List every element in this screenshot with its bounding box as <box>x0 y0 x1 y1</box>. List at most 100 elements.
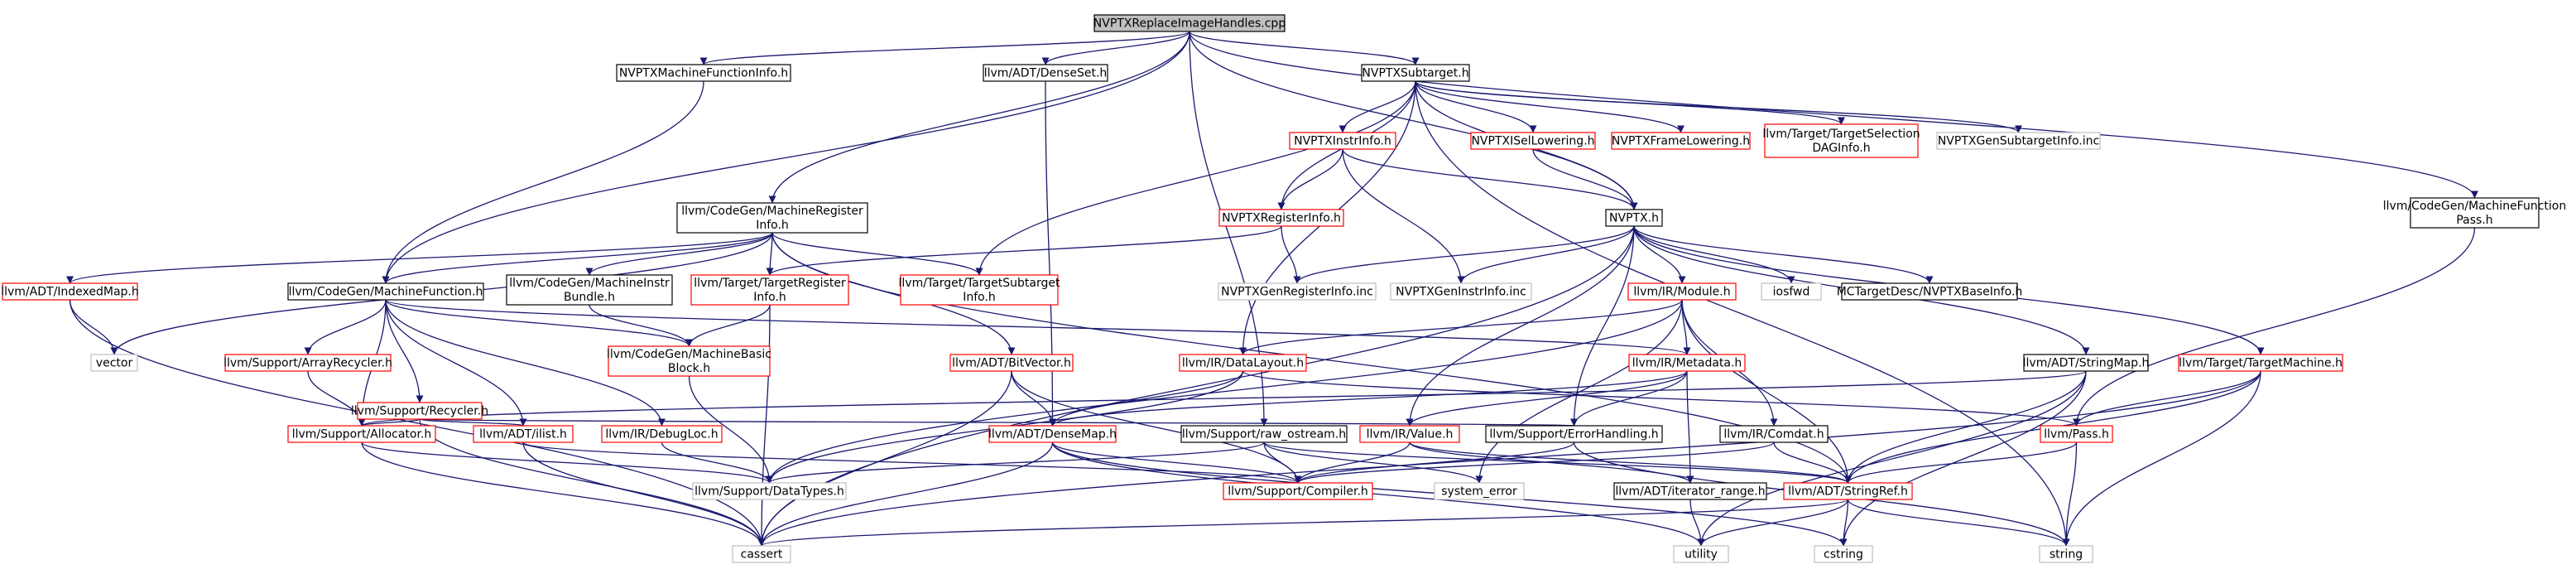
node-framelowering[interactable]: NVPTXFrameLowering.h <box>1611 132 1751 150</box>
node-box <box>1093 14 1286 32</box>
node-label: NVPTXRegisterInfo.h <box>1222 212 1341 225</box>
node-box <box>2178 354 2343 372</box>
edge-metadata-to-densemap <box>1049 370 1688 427</box>
edge-nvptx-to-value <box>1406 225 1635 427</box>
node-box <box>676 202 868 234</box>
node-box <box>506 274 673 306</box>
edge-module-to-datatypes <box>766 299 1683 484</box>
node-box <box>988 425 1117 443</box>
node-box <box>1218 209 1344 227</box>
edge-mfi-to-mf <box>382 80 704 284</box>
node-label: NVPTXMachineFunctionInfo.h <box>619 67 788 80</box>
node-cassert: cassert <box>732 545 791 563</box>
node-mcbase[interactable]: MCTargetDesc/NVPTXBaseInfo.h <box>1837 282 2023 301</box>
node-label: utility <box>1684 548 1718 562</box>
node-denseset[interactable]: llvm/ADT/DenseSet.h <box>983 64 1108 82</box>
node-rawostream[interactable]: llvm/Support/raw_ostream.h <box>1180 425 1348 443</box>
node-label: llvm/Support/Compiler.h <box>1228 485 1368 499</box>
node-layer: NVPTXReplaceImageHandles.cppNVPTXMachine… <box>1 14 2566 563</box>
edge-mfpass-to-pass <box>2072 227 2476 427</box>
node-datalayout[interactable]: llvm/IR/DataLayout.h <box>1179 354 1307 372</box>
edge-comdat-to-compiler <box>1294 441 1775 484</box>
node-datatypes: llvm/Support/DataTypes.h <box>692 482 847 500</box>
node-label: vector <box>96 357 133 370</box>
edge-nvptxreginfo-to-genreginc <box>1281 225 1301 284</box>
node-compiler[interactable]: llvm/Support/Compiler.h <box>1223 482 1373 500</box>
edge-stringmap-to-utility <box>1697 370 2087 547</box>
node-iosfwd: iosfwd <box>1761 282 1822 301</box>
node-mfi[interactable]: NVPTXMachineFunctionInfo.h <box>616 64 791 82</box>
node-isellowering[interactable]: NVPTXISelLowering.h <box>1470 132 1596 150</box>
edge-stringref-to-string <box>1847 499 2070 547</box>
edge-ilist-to-compiler <box>522 441 1302 484</box>
node-nvptxreginfo[interactable]: NVPTXRegisterInfo.h <box>1218 209 1344 227</box>
node-mf[interactable]: llvm/CodeGen/MachineFunction.h <box>287 282 484 301</box>
edge-mf-to-recycler <box>385 299 424 403</box>
node-errorhandling[interactable]: llvm/Support/ErrorHandling.h <box>1485 425 1663 443</box>
node-box <box>1218 282 1377 301</box>
edge-stringmap-to-stringref <box>1843 370 2087 484</box>
node-nvptx[interactable]: NVPTX.h <box>1605 209 1663 227</box>
node-stringmap[interactable]: llvm/ADT/StringMap.h <box>2023 354 2150 372</box>
node-debugloc[interactable]: llvm/IR/DebugLoc.h <box>601 425 723 443</box>
node-ilist[interactable]: llvm/ADT/ilist.h <box>473 425 574 443</box>
node-metadata[interactable]: llvm/IR/Metadata.h <box>1628 354 1746 372</box>
node-label: llvm/IR/Comdat.h <box>1723 428 1824 441</box>
edge-datalayout-to-pass <box>1242 370 2080 427</box>
node-label: Block.h <box>668 362 710 375</box>
node-box <box>1179 354 1307 372</box>
node-label: llvm/ADT/ilist.h <box>479 428 567 441</box>
node-box <box>1390 282 1532 301</box>
edge-module-to-datalayout <box>1239 299 1683 355</box>
node-label: Bundle.h <box>564 291 615 304</box>
node-recycler[interactable]: llvm/Support/Recycler.h <box>351 402 488 420</box>
node-pass[interactable]: llvm/Pass.h <box>2040 425 2113 443</box>
node-label: NVPTXReplaceImageHandles.cpp <box>1093 17 1286 31</box>
edge-reginfo-to-tri <box>766 232 774 276</box>
edge-nvptx-to-mcbase <box>1633 225 1934 284</box>
node-stringref[interactable]: llvm/ADT/StringRef.h <box>1783 482 1913 500</box>
edge-stringref-to-cassert <box>757 499 1849 547</box>
node-label: llvm/CodeGen/MachineRegister <box>681 205 863 218</box>
edge-stringref-to-cstring <box>1839 499 1849 547</box>
node-instrinfo[interactable]: NVPTXInstrInfo.h <box>1289 132 1396 150</box>
edge-isellowering-to-nvptx <box>1532 148 1638 210</box>
edge-nvptxreginfo-to-tri <box>766 225 1282 276</box>
edge-debugloc-to-datatypes <box>661 441 773 484</box>
node-allocator[interactable]: llvm/Support/Allocator.h <box>287 425 436 443</box>
node-value[interactable]: llvm/IR/Value.h <box>1359 425 1460 443</box>
edge-targetmachine-to-pass <box>2073 370 2261 427</box>
node-box <box>949 354 1074 372</box>
node-box <box>2040 425 2113 443</box>
node-subtarget[interactable]: NVPTXSubtarget.h <box>1361 64 1470 82</box>
node-arrayrecycler[interactable]: llvm/Support/ArrayRecycler.h <box>223 354 392 372</box>
node-root[interactable]: NVPTXReplaceImageHandles.cpp <box>1093 14 1286 32</box>
node-bitvector[interactable]: llvm/ADT/BitVector.h <box>949 354 1074 372</box>
node-module[interactable]: llvm/IR/Module.h <box>1627 282 1737 301</box>
node-densemap[interactable]: llvm/ADT/DenseMap.h <box>988 425 1117 443</box>
node-box <box>1289 132 1396 150</box>
node-comdat[interactable]: llvm/IR/Comdat.h <box>1719 425 1829 443</box>
node-label: Pass.h <box>2456 214 2492 227</box>
node-indexedmap[interactable]: llvm/ADT/IndexedMap.h <box>1 282 139 301</box>
edge-subtarget-to-framelowering <box>1415 80 1684 133</box>
edge-targetmachine-to-cassert <box>757 370 2261 547</box>
edge-allocator-to-datatypes <box>361 441 773 484</box>
node-iterrange[interactable]: llvm/ADT/iterator_range.h <box>1613 482 1767 500</box>
node-label: NVPTXGenSubtargetInfo.inc <box>1938 135 2099 148</box>
node-label: llvm/CodeGen/MachineFunction <box>2383 200 2566 213</box>
edge-stringref-to-utility <box>1697 499 1849 547</box>
node-label: llvm/ADT/StringMap.h <box>2023 357 2150 370</box>
edge-nvptx-to-errorhandling <box>1569 225 1635 427</box>
edge-value-to-iterrange <box>1409 441 1694 484</box>
node-box <box>2039 545 2093 563</box>
edge-ilist-to-cassert <box>522 441 766 547</box>
node-targetmachine[interactable]: llvm/Target/TargetMachine.h <box>2178 354 2343 372</box>
